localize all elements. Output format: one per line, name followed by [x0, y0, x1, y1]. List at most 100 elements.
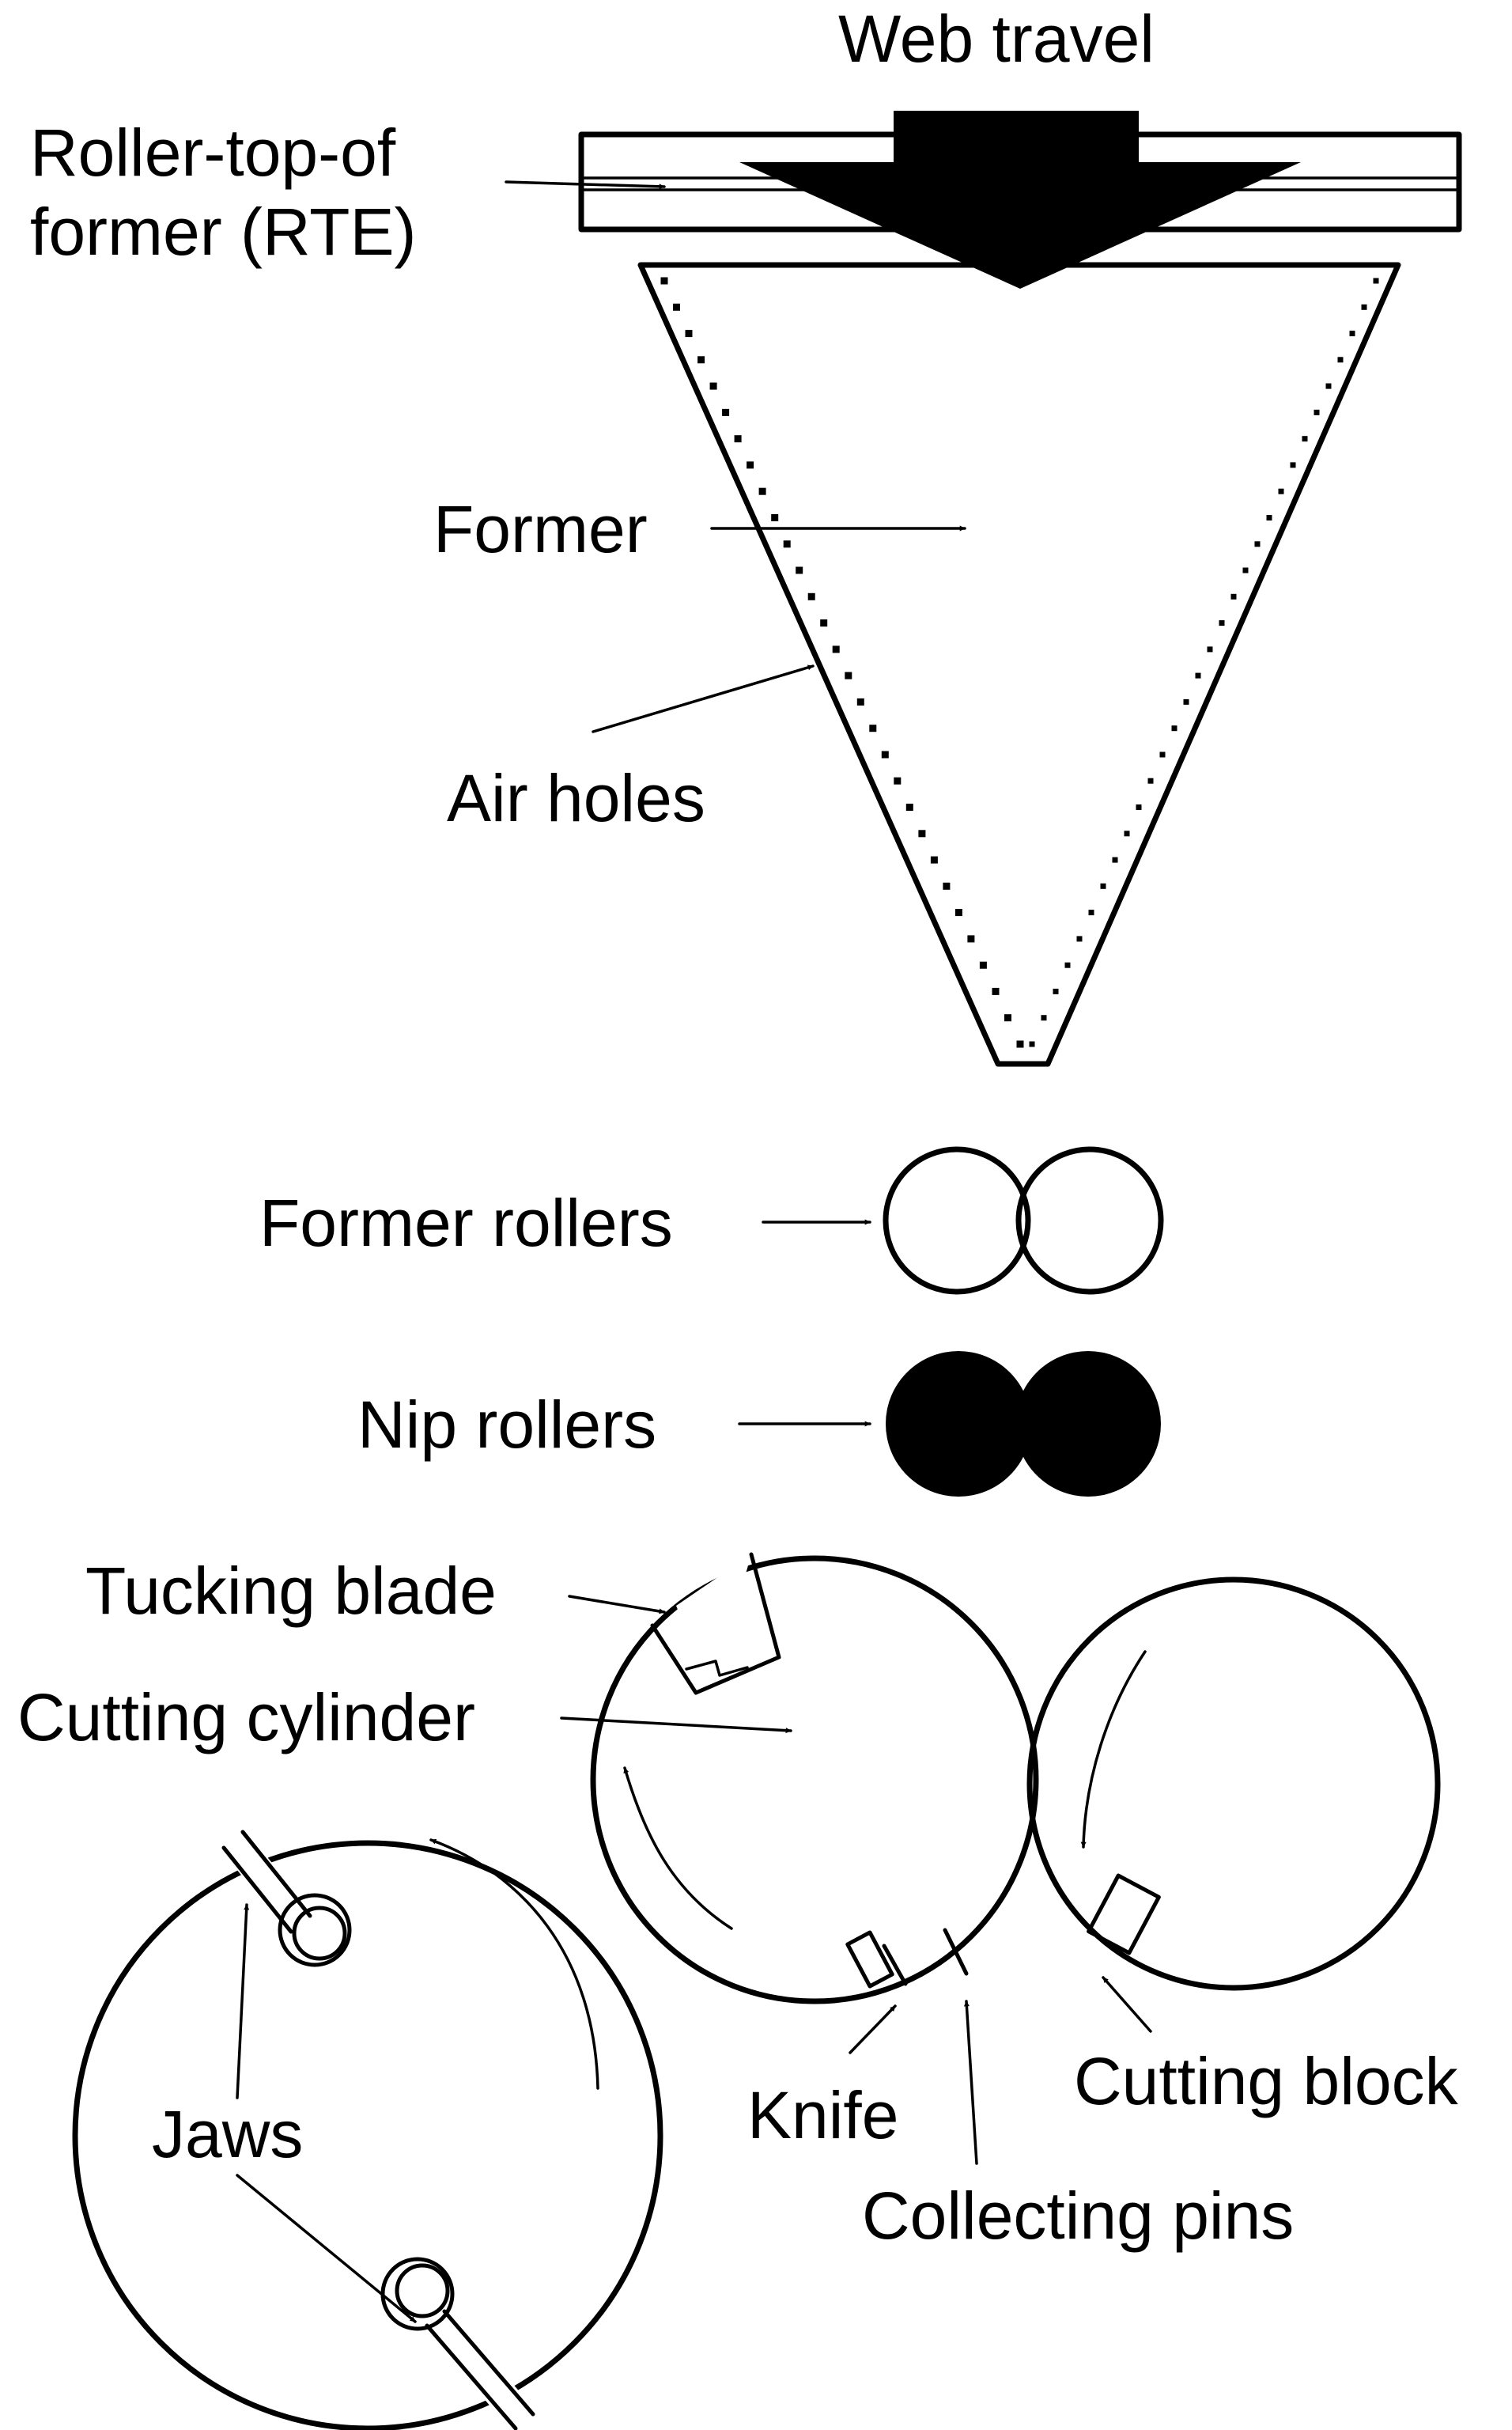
air-hole — [1242, 567, 1249, 573]
tucking-blade — [650, 1552, 781, 1701]
label-former: Former — [433, 492, 648, 566]
air-hole — [771, 514, 779, 521]
jaw-rotation-arrow — [429, 1838, 599, 2090]
air-hole — [709, 382, 717, 390]
air-hole — [832, 645, 840, 653]
anvil-rotation-arrow — [1080, 1650, 1147, 1849]
air-hole — [1219, 620, 1225, 626]
air-hole — [1183, 698, 1189, 705]
tucking-blade-leader — [568, 1595, 666, 1614]
former-rollers — [883, 1146, 1164, 1295]
air-hole — [1159, 751, 1166, 758]
air-hole — [943, 882, 951, 890]
air-hole — [918, 830, 926, 838]
air-hole — [783, 540, 791, 548]
air-hole — [1004, 1014, 1011, 1022]
air-hole — [1349, 331, 1355, 337]
air-hole — [992, 987, 1000, 995]
air-hole — [1361, 304, 1367, 310]
air-hole — [1230, 593, 1237, 600]
air-hole — [1100, 883, 1106, 889]
label-rte-line2: former (RTE) — [30, 195, 416, 269]
air-hole — [1314, 409, 1320, 415]
label-knife: Knife — [747, 2078, 898, 2152]
jaws-lower-leader — [236, 2174, 417, 2323]
collecting-pins-leader — [963, 2000, 978, 2165]
air-hole — [747, 461, 754, 469]
cutting-cylinder-leader — [560, 1717, 792, 1734]
knife — [845, 1930, 908, 1989]
air-hole — [1254, 541, 1261, 547]
labels: Web travel Roller-top-of former (RTE) Fo… — [17, 2, 1459, 2253]
air-hole — [1041, 1015, 1047, 1021]
air-hole — [1373, 278, 1379, 284]
label-tucking-blade: Tucking blade — [85, 1554, 497, 1628]
air-hole — [1337, 357, 1344, 363]
air-hole — [930, 856, 938, 864]
air-hole — [1302, 436, 1308, 442]
air-hole — [685, 330, 693, 338]
air-hole — [820, 619, 828, 627]
air-hole — [1207, 646, 1213, 653]
former — [637, 262, 1401, 1067]
air-hole — [845, 672, 852, 679]
air-hole — [869, 725, 877, 732]
air-hole — [1278, 488, 1284, 494]
air-hole — [856, 698, 864, 706]
label-nip-rollers: Nip rollers — [357, 1387, 656, 1462]
jaw-upper — [221, 1830, 352, 1967]
label-cutting-block: Cutting block — [1074, 2044, 1459, 2118]
air-hole — [905, 804, 913, 811]
label-rte-line1: Roller-top-of — [30, 115, 396, 190]
air-hole — [673, 303, 680, 311]
air-hole — [660, 277, 668, 285]
air-holes-left — [660, 277, 1024, 1048]
air-hole — [796, 566, 803, 574]
air-hole — [894, 777, 902, 785]
jaws-upper-leader — [236, 1903, 250, 2099]
air-hole — [734, 435, 742, 443]
air-holes-right — [1029, 278, 1379, 1047]
cutting-rotation-arrow — [623, 1766, 733, 1930]
cutting-cylinder — [590, 1552, 1039, 2004]
air-hole — [697, 356, 705, 364]
cutting-block — [1087, 1873, 1161, 1955]
label-web-travel: Web travel — [838, 2, 1155, 76]
air-hole — [881, 751, 889, 759]
air-hole — [1053, 988, 1059, 994]
anvil-cylinder — [1026, 1576, 1441, 1991]
air-hole — [758, 487, 766, 495]
air-hole — [967, 935, 975, 943]
cutting-block-leader — [1102, 1976, 1152, 2033]
leader-arrows — [236, 180, 1152, 2323]
label-former-rollers: Former rollers — [259, 1186, 673, 1260]
air-hole — [1136, 804, 1142, 810]
air-hole — [1076, 936, 1083, 942]
collecting-pin — [943, 1928, 969, 1976]
air-hole — [1064, 962, 1071, 968]
label-jaws: Jaws — [152, 2097, 303, 2171]
air-hole — [1088, 910, 1094, 916]
air-hole — [1195, 672, 1201, 679]
label-cutting-cylinder: Cutting cylinder — [17, 1680, 475, 1754]
jaw-lower — [380, 2257, 536, 2430]
air-hole — [1290, 462, 1296, 468]
air-hole — [1124, 831, 1130, 837]
knife-leader — [849, 2004, 897, 2054]
rte-leader — [505, 180, 666, 190]
web-travel-arrow — [739, 111, 1301, 289]
label-collecting-pins: Collecting pins — [862, 2178, 1294, 2253]
air-hole — [1325, 383, 1332, 389]
air-hole — [1266, 515, 1272, 520]
air-hole — [722, 408, 730, 416]
air-hole — [979, 961, 987, 969]
air-hole — [1112, 857, 1118, 863]
air-holes-leader — [592, 664, 815, 733]
air-hole — [1147, 778, 1154, 784]
air-hole — [1171, 725, 1177, 732]
air-hole — [807, 592, 815, 600]
label-air-holes: Air holes — [447, 761, 705, 835]
air-hole — [1029, 1041, 1035, 1047]
air-hole — [954, 909, 962, 917]
